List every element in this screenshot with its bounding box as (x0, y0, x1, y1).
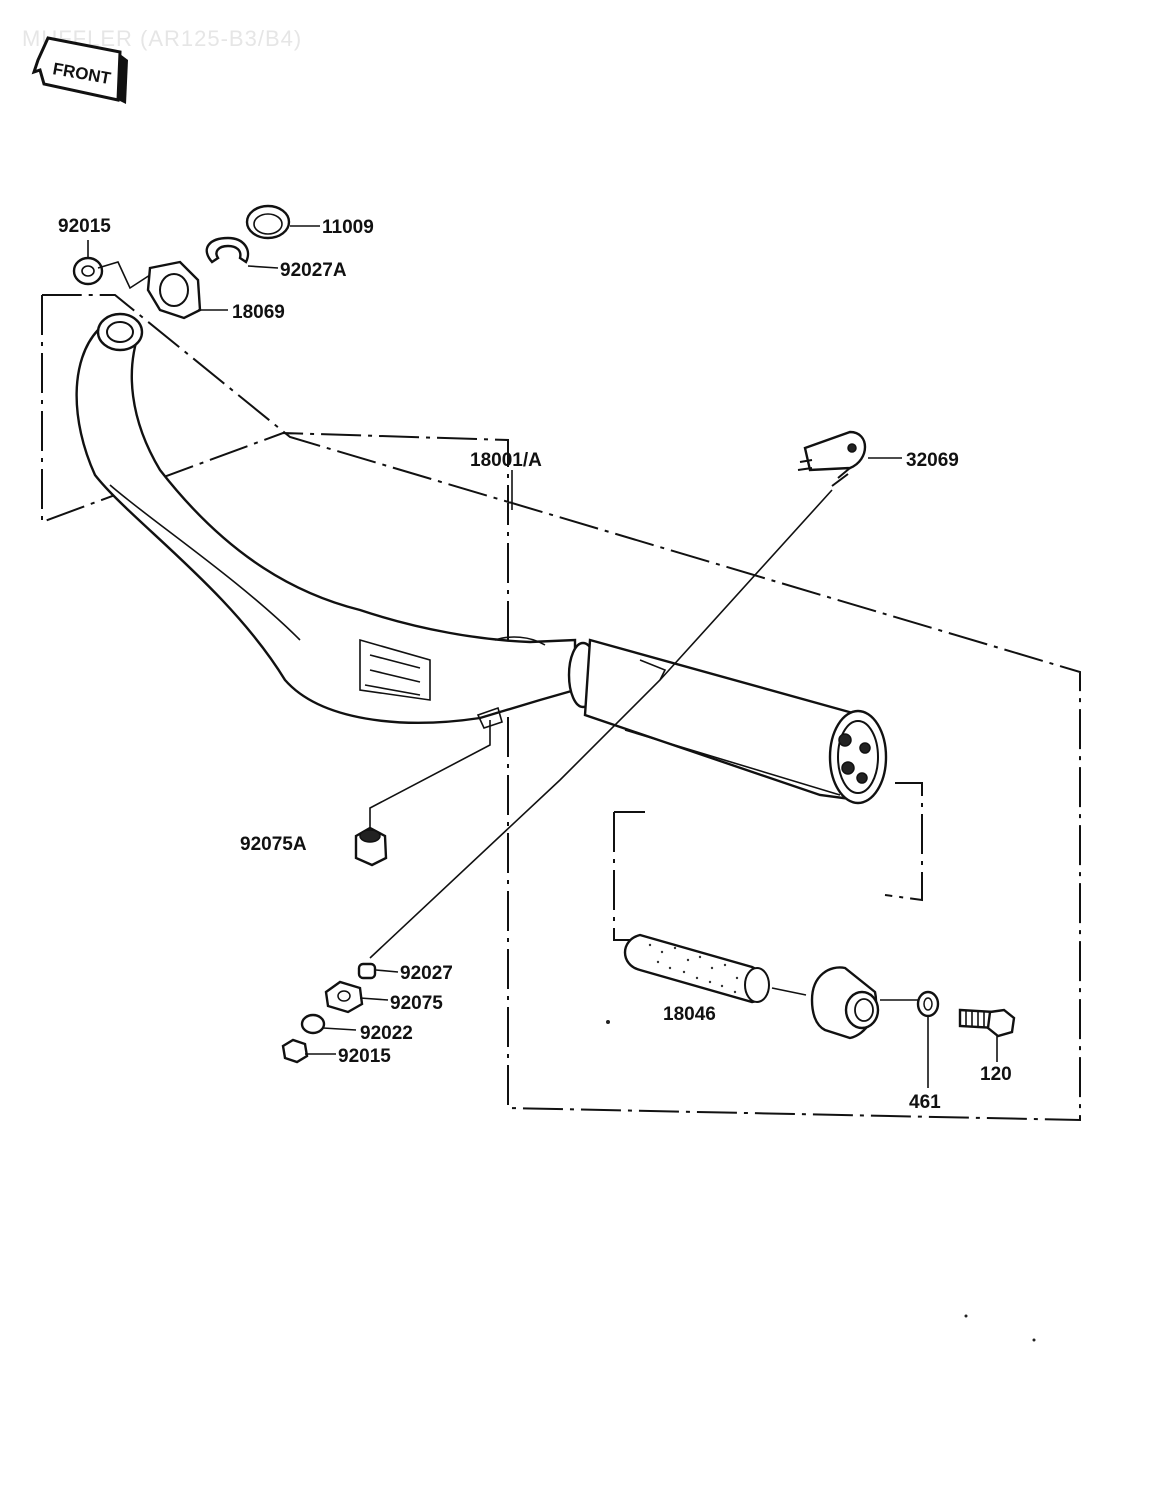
label-92075: 92075 (390, 993, 443, 1014)
part-92022 (300, 1013, 326, 1035)
part-461 (916, 990, 940, 1018)
part-end-cap (810, 966, 880, 1040)
exhaust-pipe (75, 312, 599, 729)
label-11009: 11009 (322, 217, 374, 238)
part-18069 (146, 260, 202, 320)
label-18069: 18069 (232, 302, 285, 323)
part-labels: 92015 11009 92027A 18069 18001/A 32069 9… (58, 216, 1012, 1113)
label-92027: 92027 (400, 963, 453, 984)
part-32069 (797, 430, 867, 487)
part-92075 (324, 980, 364, 1014)
label-92027A: 92027A (280, 260, 347, 281)
part-11009 (245, 204, 291, 240)
silencer (583, 638, 888, 805)
label-32069: 32069 (906, 450, 959, 471)
label-18001A: 18001/A (470, 450, 542, 471)
front-arrow-icon: FRONT (31, 36, 128, 104)
part-18046 (623, 933, 770, 1004)
part-92015-top (72, 256, 104, 286)
leader-lines (87, 225, 998, 1088)
label-18046: 18046 (663, 1004, 716, 1025)
label-461: 461 (909, 1092, 941, 1113)
label-92075A: 92075A (240, 834, 307, 855)
part-92015-bottom (281, 1038, 309, 1064)
part-92027 (357, 962, 377, 980)
label-92022: 92022 (360, 1023, 413, 1044)
label-120: 120 (980, 1064, 1012, 1085)
part-92027A (205, 236, 250, 264)
label-92015-bottom: 92015 (338, 1046, 391, 1067)
part-120 (958, 1008, 1016, 1038)
part-92075A (354, 826, 388, 867)
label-92015-top: 92015 (58, 216, 111, 237)
